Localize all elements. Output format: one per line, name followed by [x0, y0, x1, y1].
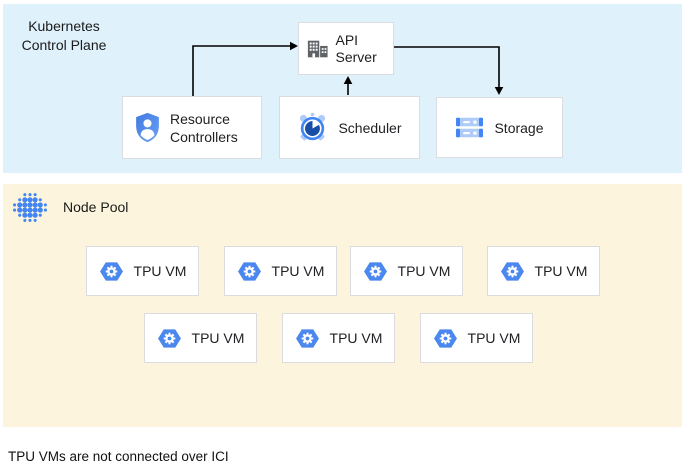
alarm-clock-icon: [297, 112, 328, 143]
tpu-hexagon-icon: [295, 328, 320, 349]
dot-cluster-icon: [12, 192, 48, 223]
tpu-hexagon-icon: [500, 261, 525, 282]
tpu-vm-label: TPU VM: [534, 263, 588, 279]
resource-controllers-label: Resource Controllers: [170, 110, 238, 145]
storage-node: Storage: [436, 97, 563, 158]
node-pool-title: Node Pool: [63, 199, 129, 215]
tpu-hexagon-icon: [99, 261, 124, 282]
tpu-vm-node: TPU VM: [282, 313, 395, 363]
storage-label: Storage: [494, 119, 544, 136]
node-pool-header: Node Pool: [12, 189, 128, 225]
building-icon: [307, 40, 328, 58]
tpu-vm-node: TPU VM: [224, 246, 337, 296]
tpu-vm-label: TPU VM: [397, 263, 451, 279]
resource-controllers-node: Resource Controllers: [122, 96, 262, 159]
tpu-vm-node: TPU VM: [86, 246, 199, 296]
tpu-vm-label: TPU VM: [133, 263, 187, 279]
tpu-hexagon-icon: [237, 261, 262, 282]
tpu-vm-label: TPU VM: [329, 330, 383, 346]
tpu-vm-label: TPU VM: [191, 330, 245, 346]
scheduler-label: Scheduler: [338, 119, 402, 136]
api-server-label: API Server: [335, 31, 377, 65]
tpu-vm-label: TPU VM: [271, 263, 325, 279]
tpu-vm-node: TPU VM: [420, 313, 533, 363]
tpu-vm-node: TPU VM: [144, 313, 257, 363]
shield-user-icon: [134, 112, 161, 143]
disk-stack-icon: [455, 115, 484, 140]
tpu-hexagon-icon: [363, 261, 388, 282]
node-pool-region: [3, 184, 682, 427]
tpu-hexagon-icon: [157, 328, 182, 349]
tpu-vm-node: TPU VM: [350, 246, 463, 296]
scheduler-node: Scheduler: [279, 96, 420, 159]
control-plane-title: Kubernetes Control Plane: [21, 18, 107, 53]
api-server-node: API Server: [298, 22, 394, 75]
tpu-hexagon-icon: [433, 328, 458, 349]
footer-caption: TPU VMs are not connected over ICI: [8, 449, 229, 464]
tpu-vm-label: TPU VM: [467, 330, 521, 346]
tpu-vm-node: TPU VM: [487, 246, 600, 296]
